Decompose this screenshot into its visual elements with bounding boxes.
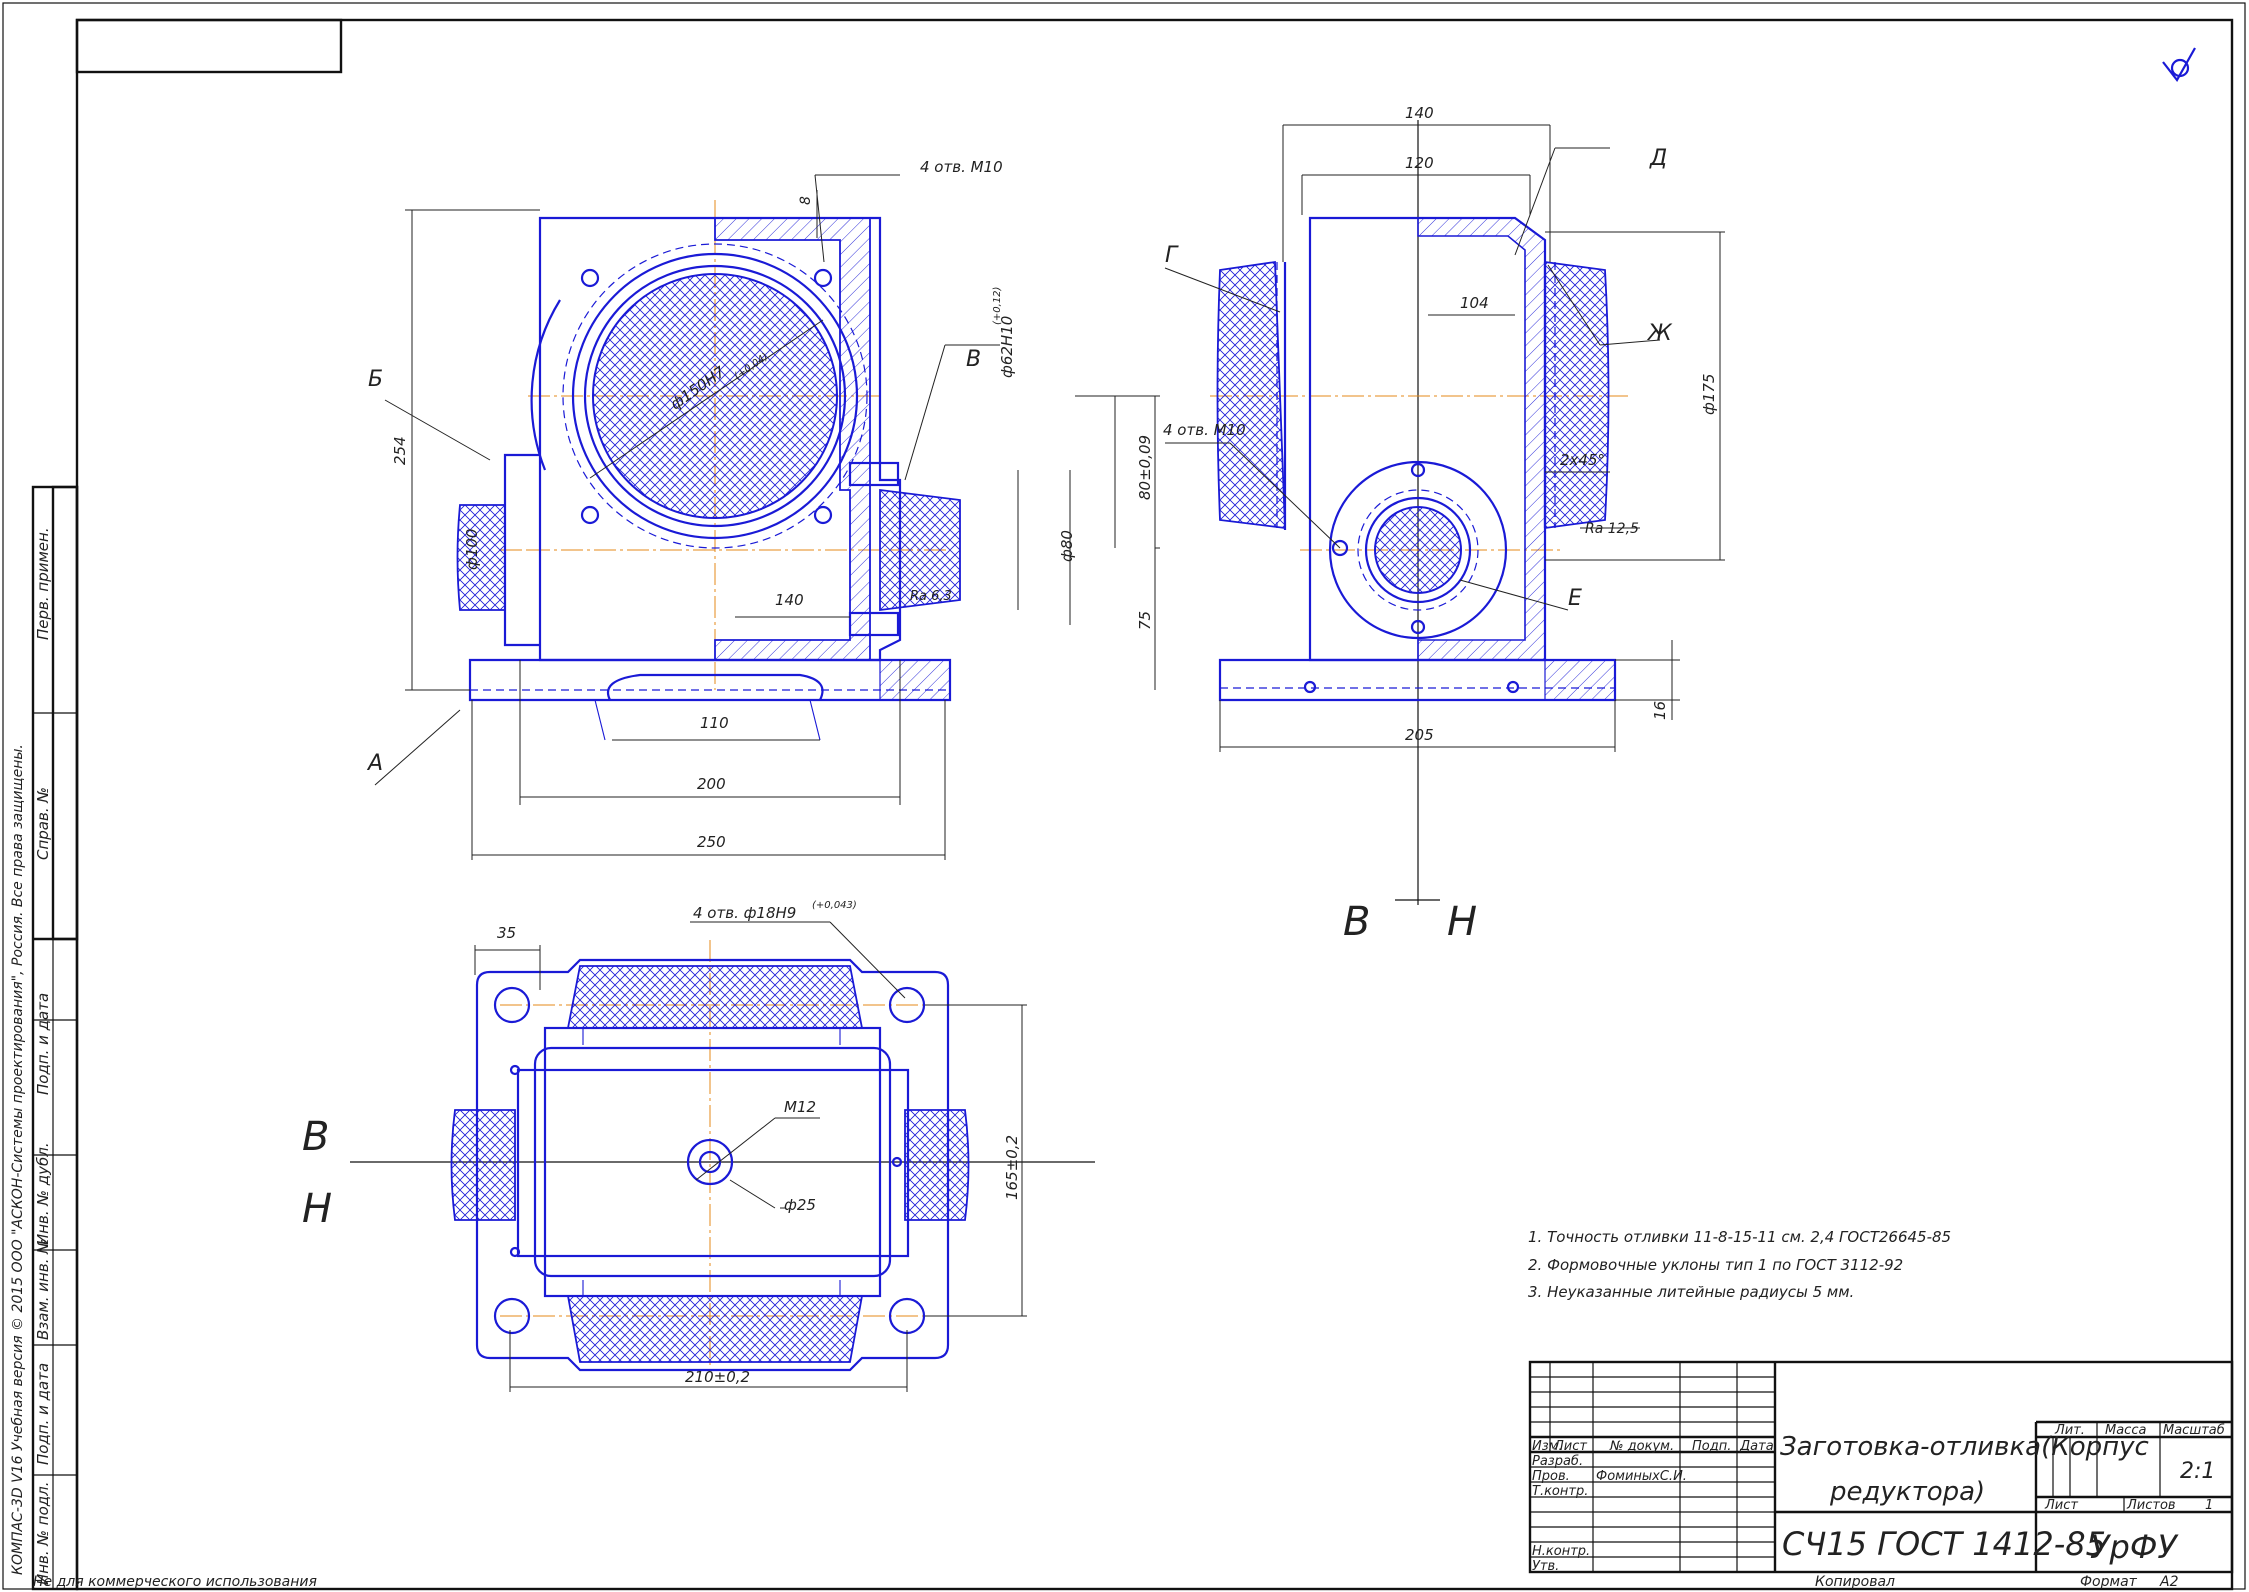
- strip-inv-podl: Инв. № подл.: [34, 1482, 52, 1585]
- front-v-letter: В: [966, 347, 981, 372]
- front-dim-200: 200: [697, 775, 726, 793]
- footer-format-value: А2: [2159, 1574, 2179, 1590]
- side-section-b: В: [1343, 899, 1370, 945]
- front-dim-phi80: ф80: [1058, 530, 1076, 562]
- tb-nkontr: Н.контр.: [1532, 1544, 1590, 1559]
- tb-utv: Утв.: [1532, 1559, 1559, 1574]
- tb-list: Лист: [1553, 1439, 1587, 1454]
- side-chamfer: 2х45°: [1560, 451, 1605, 469]
- front-a-letter: А: [366, 751, 383, 776]
- front-dim-8: 8: [798, 196, 814, 205]
- strip-podp-data-2: Подп. и дата: [34, 1363, 52, 1465]
- tb-lit: Лит.: [2054, 1423, 2085, 1438]
- top-holes-18: 4 отв. ф18Н9: [693, 904, 796, 922]
- note-1: 1. Точность отливки 11-8-15-11 см. 2,4 Г…: [1528, 1228, 1951, 1246]
- front-dim-phi62: ф62Н10: [998, 316, 1016, 378]
- tb-listov-n: 1: [2205, 1498, 2213, 1513]
- top-tol-18: (+0,043): [812, 900, 857, 911]
- side-dim-120: 120: [1405, 154, 1434, 172]
- note-2: 2. Формовочные уклоны тип 1 по ГОСТ 3112…: [1528, 1256, 1903, 1274]
- tb-podp: Подп.: [1692, 1439, 1731, 1454]
- inner-frame: [75, 18, 2234, 1591]
- side-view: [1210, 120, 1630, 905]
- tb-prov: Пров.: [1532, 1469, 1570, 1484]
- side-holes-m10: 4 отв. М10: [1163, 421, 1246, 439]
- front-holes-m10: 4 отв. М10: [920, 158, 1003, 176]
- tb-izm: Изм.: [1532, 1439, 1563, 1454]
- side-dim-16: 16: [1651, 701, 1669, 720]
- front-dim-80: 80±0,09: [1136, 435, 1154, 500]
- top-phi25: ф25: [784, 1196, 816, 1214]
- tb-no-dokum: № докум.: [1609, 1439, 1674, 1454]
- side-e-letter: Е: [1568, 586, 1582, 611]
- front-dim-phi100: ф100: [463, 529, 481, 570]
- top-section-h: Н: [302, 1186, 332, 1232]
- side-ra: Ra 12,5: [1585, 521, 1639, 537]
- top-section-b: В: [302, 1114, 329, 1160]
- front-tol-phi62: (+0,12): [992, 287, 1003, 325]
- tb-title-line2: редуктора): [1829, 1477, 1985, 1507]
- side-dim-140: 140: [1405, 104, 1434, 122]
- copyright-text: КОМПАС-3D V16 Учебная версия © 2015 ООО …: [10, 744, 26, 1575]
- front-dimensions: [374, 174, 1160, 860]
- front-dim-75: 75: [1136, 611, 1154, 630]
- footer-kopiroval: Копировал: [1815, 1574, 1895, 1590]
- strip-perv-primen: Перв. примен.: [34, 527, 52, 640]
- title-block-grid: [1528, 1360, 2234, 1574]
- side-g-letter: Г: [1165, 243, 1179, 268]
- front-dim-250: 250: [697, 833, 726, 851]
- front-dim-254: 254: [391, 436, 409, 465]
- tb-tkontr: Т.контр.: [1532, 1484, 1588, 1499]
- top-left-stamp: [75, 18, 343, 74]
- tb-prov-name: ФоминыхС.И.: [1596, 1469, 1687, 1484]
- footer-noncommercial: Не для коммерческого использования: [33, 1574, 317, 1590]
- tb-scale: 2:1: [2180, 1459, 2215, 1484]
- top-dim-210: 210±0,2: [685, 1368, 750, 1386]
- side-dim-104: 104: [1460, 294, 1489, 312]
- top-dim-165: 165±0,2: [1003, 1135, 1021, 1200]
- top-m12: М12: [784, 1098, 816, 1116]
- strip-sprav-no: Справ. №: [34, 787, 52, 860]
- strip-vzam-inv: Взам. инв. №: [34, 1238, 52, 1340]
- front-b-letter: Б: [368, 367, 383, 392]
- strip-podp-data-1: Подп. и дата: [34, 993, 52, 1095]
- left-strip: [31, 485, 79, 1591]
- side-dim-phi175: ф175: [1700, 374, 1718, 415]
- front-dim-ra: Ra 6,3: [910, 589, 952, 604]
- side-section-h: Н: [1447, 899, 1477, 945]
- note-3: 3. Неуказанные литейные радиусы 5 мм.: [1528, 1283, 1854, 1301]
- roughness-mark: [2162, 47, 2196, 82]
- front-dim-140: 140: [775, 591, 804, 609]
- side-dim-205: 205: [1405, 726, 1434, 744]
- tb-listov: Листов: [2126, 1498, 2176, 1513]
- top-view: [350, 940, 1095, 1372]
- front-view: [456, 200, 961, 741]
- tb-material: СЧ15 ГОСТ 1412-85: [1782, 1525, 2106, 1563]
- side-d-letter: Д: [1649, 146, 1667, 171]
- tb-razrab: Разраб.: [1532, 1454, 1583, 1469]
- tb-title-line1: Заготовка-отливка(Корпус: [1780, 1432, 2149, 1462]
- top-dimensions: [474, 921, 1027, 1392]
- tb-data: Дата: [1739, 1439, 1774, 1454]
- footer-format-label: Формат: [2080, 1574, 2138, 1590]
- side-zh-letter: Ж: [1646, 321, 1673, 346]
- tb-masshtab: Масштаб: [2163, 1423, 2225, 1438]
- tb-org: УрФУ: [2090, 1528, 2179, 1566]
- top-dim-35: 35: [497, 924, 516, 942]
- tb-list2: Лист: [2044, 1498, 2078, 1513]
- strip-inv-dubl: Инв. № дубл.: [34, 1142, 52, 1245]
- side-dimensions: [1164, 124, 1725, 752]
- tb-massa: Масса: [2105, 1423, 2146, 1438]
- front-dim-110: 110: [700, 714, 729, 732]
